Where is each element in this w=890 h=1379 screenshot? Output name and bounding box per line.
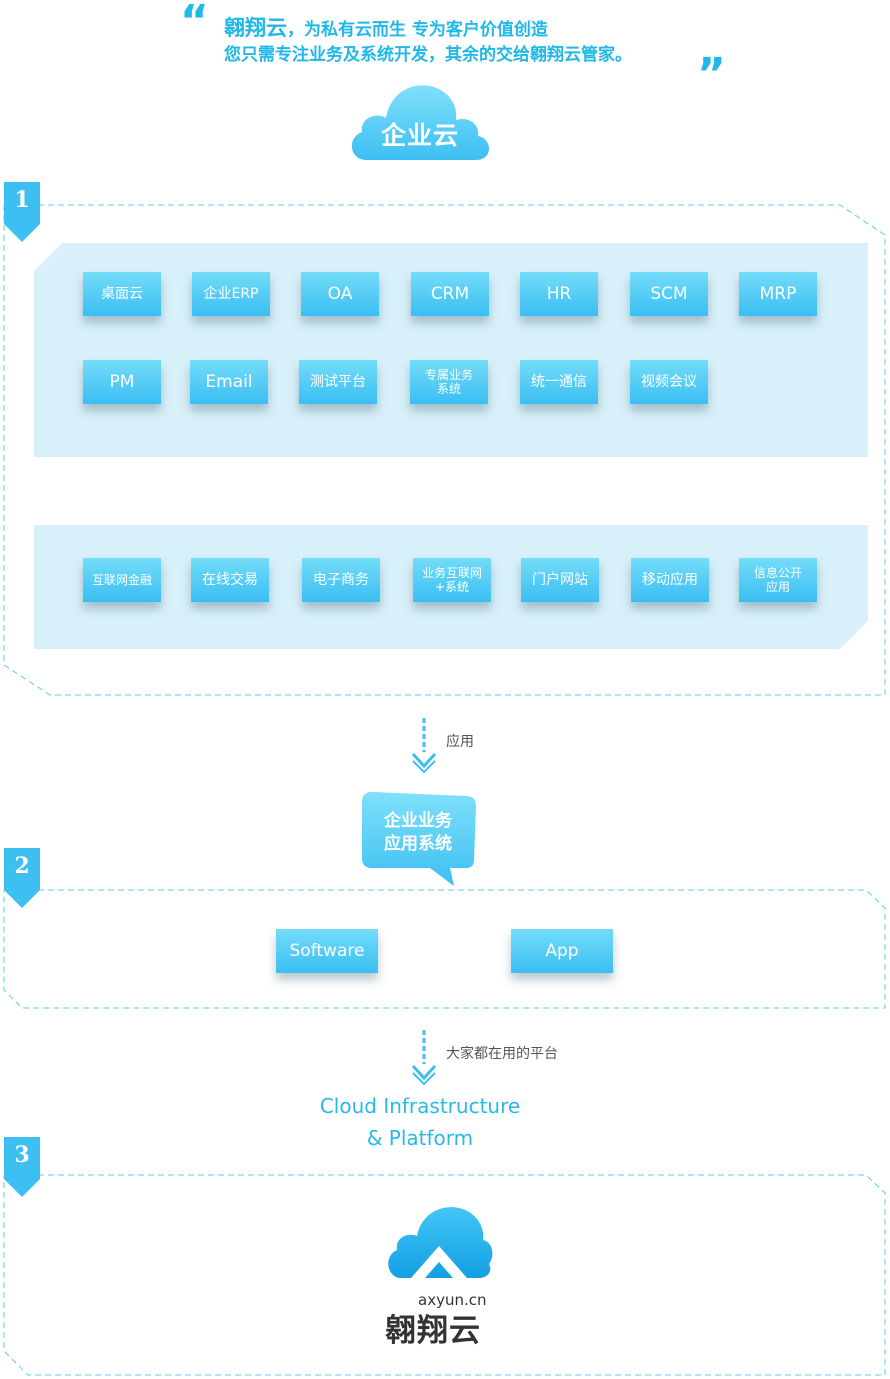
bubble-line-1: 企业业务 [384,811,452,831]
header-line-1: 翱翔云，为私有云而生 专为客户价值创造 [224,12,548,42]
tile-dedicated-business[interactable]: 专属业务系统 [410,360,488,404]
header-brand: 翱翔云 [224,16,287,40]
enterprise-cloud-label: 企业云 [380,121,459,150]
tile-ecommerce[interactable]: 电子商务 [302,558,380,602]
cloud-icon [351,85,489,160]
open-quote-icon: “ [180,0,209,24]
bubble-label: 企业业务 应用系统 [362,810,474,856]
tile-pm[interactable]: PM [83,360,161,404]
tile-oa[interactable]: OA [301,272,379,316]
speech-bubble-icon [362,792,476,886]
infra-line-1: Cloud Infrastructure [319,1094,521,1118]
header-line-2: 您只需专注业务及系统开发，其余的交给翱翔云管家。 [224,45,632,65]
tile-hr[interactable]: HR [520,272,598,316]
section-2-badge: 2 [4,848,40,914]
section-3-badge: 3 [4,1137,40,1203]
section-3-number: 3 [14,1142,30,1168]
bubble-line-2: 应用系统 [384,834,452,854]
axyun-logo-icon [388,1207,493,1278]
section-1-number: 1 [14,187,30,213]
down-arrow-icon [411,718,437,774]
tile-unified-comm[interactable]: 统一通信 [520,360,598,404]
tile-test-platform[interactable]: 测试平台 [299,360,377,404]
down-arrow-icon-2 [411,1030,437,1086]
tile-erp[interactable]: 企业ERP [192,272,270,316]
tile-business-internet-plus[interactable]: 业务互联网+系统 [413,558,491,602]
tile-video-meeting[interactable]: 视频会议 [630,360,708,404]
tile-mrp[interactable]: MRP [739,272,817,316]
tile-scm[interactable]: SCM [630,272,708,316]
arrow-2-label: 大家都在用的平台 [446,1046,558,1062]
tile-internet-finance[interactable]: 互联网金融 [83,558,161,602]
logo-domain: axyun.cn [418,1291,487,1309]
section-2-frame [3,889,886,1009]
tile-app[interactable]: App [511,929,613,973]
tile-software[interactable]: Software [276,929,378,973]
header-line-1-text: ，为私有云而生 专为客户价值创造 [287,20,548,40]
tile-online-trade[interactable]: 在线交易 [191,558,269,602]
tile-crm[interactable]: CRM [411,272,489,316]
arrow-1-label: 应用 [446,734,474,750]
close-quote-icon: ” [697,53,726,77]
section-1-frame [3,204,886,696]
tile-info-disclosure[interactable]: 信息公开应用 [739,558,817,602]
logo-text: 翱翔云 [385,1313,481,1349]
enterprise-cloud-badge: 企业云 [344,78,496,164]
tile-mobile-app[interactable]: 移动应用 [631,558,709,602]
tile-portal[interactable]: 门户网站 [521,558,599,602]
infra-line-2: & Platform [366,1126,474,1150]
tile-desktop-cloud[interactable]: 桌面云 [83,272,161,316]
tile-email[interactable]: Email [190,360,268,404]
section-2-number: 2 [14,853,30,879]
section-1-badge: 1 [4,182,40,248]
